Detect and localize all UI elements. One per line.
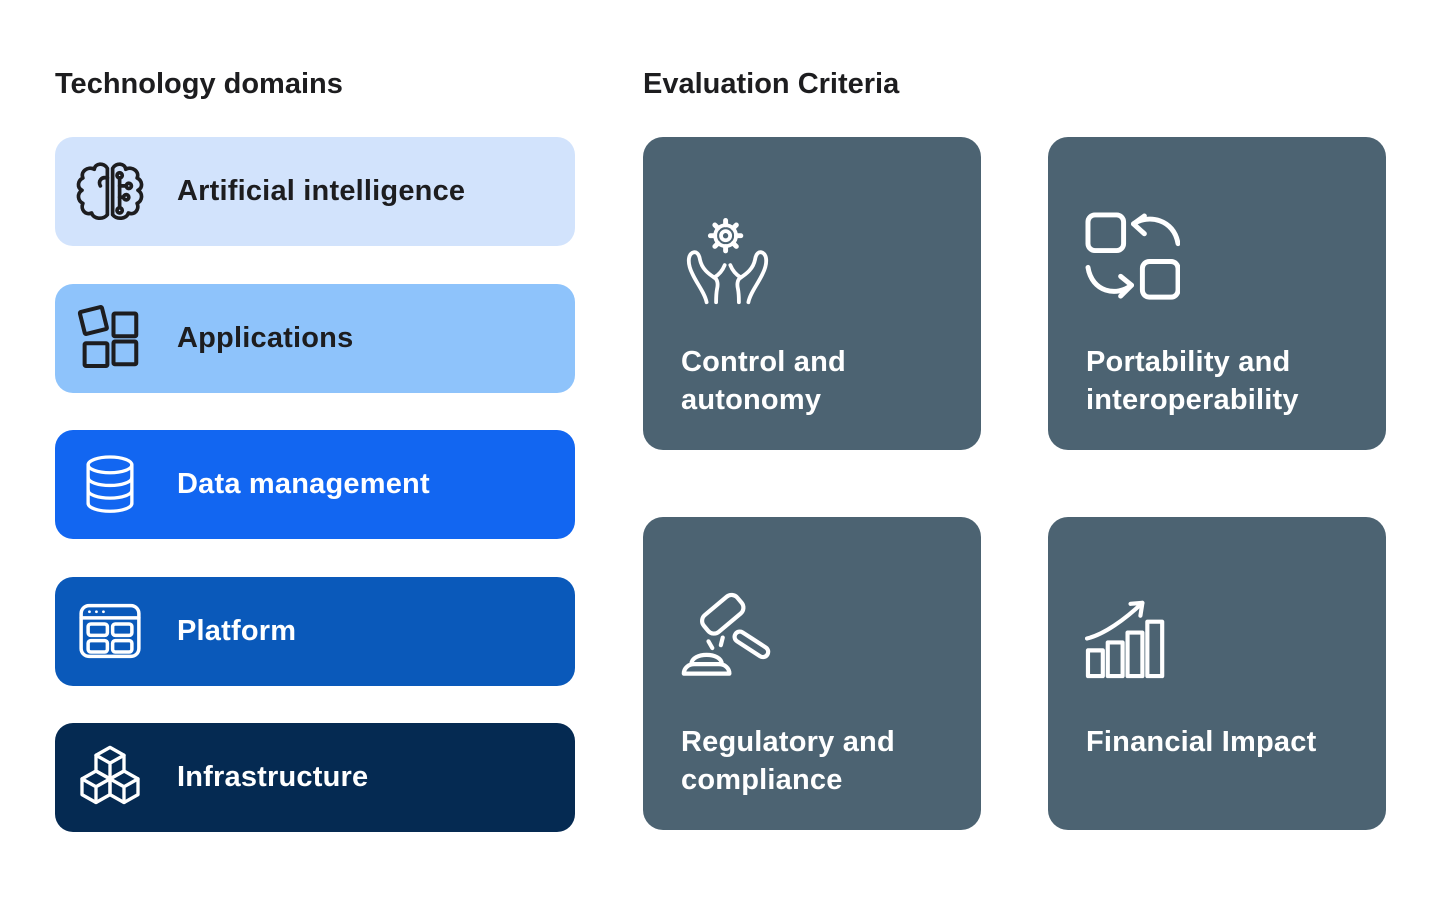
technology-domains-list: Artificial intelligence Applications — [55, 137, 575, 870]
browser-window-icon — [75, 596, 145, 666]
tech-domain-label: Infrastructure — [177, 761, 369, 793]
tech-domain-card-platform: Platform — [55, 576, 575, 686]
evaluation-card-financial-impact: Financial Impact — [1048, 517, 1386, 830]
evaluation-card-portability-and-interoperability: Portability and interoperability — [1048, 137, 1386, 450]
tech-domain-card-artificial-intelligence: Artificial intelligence — [55, 137, 575, 246]
tech-domain-label: Artificial intelligence — [177, 175, 466, 207]
evaluation-criteria-grid: Control and autonomy Portability and int… — [643, 137, 1386, 830]
brain-circuit-icon — [75, 157, 145, 227]
technology-domains-title: Technology domains — [55, 68, 343, 100]
evaluation-card-label: Financial Impact — [1086, 726, 1317, 758]
evaluation-criteria-title: Evaluation Criteria — [643, 68, 900, 100]
tech-domain-label: Platform — [177, 614, 297, 647]
evaluation-card-label: Control and autonomy — [681, 346, 846, 416]
app-squares-icon — [75, 303, 145, 373]
tech-domain-label: Data management — [177, 468, 430, 500]
evaluation-card-label: Regulatory and compliance — [681, 726, 895, 796]
tech-domain-card-infrastructure: Infrastructure — [55, 723, 575, 832]
cubes-icon — [75, 743, 145, 813]
tech-domain-card-applications: Applications — [55, 283, 575, 393]
swap-squares-icon — [1085, 211, 1180, 306]
tech-domain-card-data-management: Data management — [55, 430, 575, 539]
growth-chart-icon — [1085, 591, 1180, 686]
tech-domain-label: Applications — [177, 321, 354, 354]
evaluation-card-control-and-autonomy: Control and autonomy — [643, 137, 981, 450]
hands-gear-icon — [680, 211, 775, 306]
evaluation-card-label: Portability and interoperability — [1086, 346, 1299, 416]
database-icon — [75, 450, 145, 520]
gavel-icon — [680, 591, 775, 686]
evaluation-card-regulatory-and-compliance: Regulatory and compliance — [643, 517, 981, 830]
